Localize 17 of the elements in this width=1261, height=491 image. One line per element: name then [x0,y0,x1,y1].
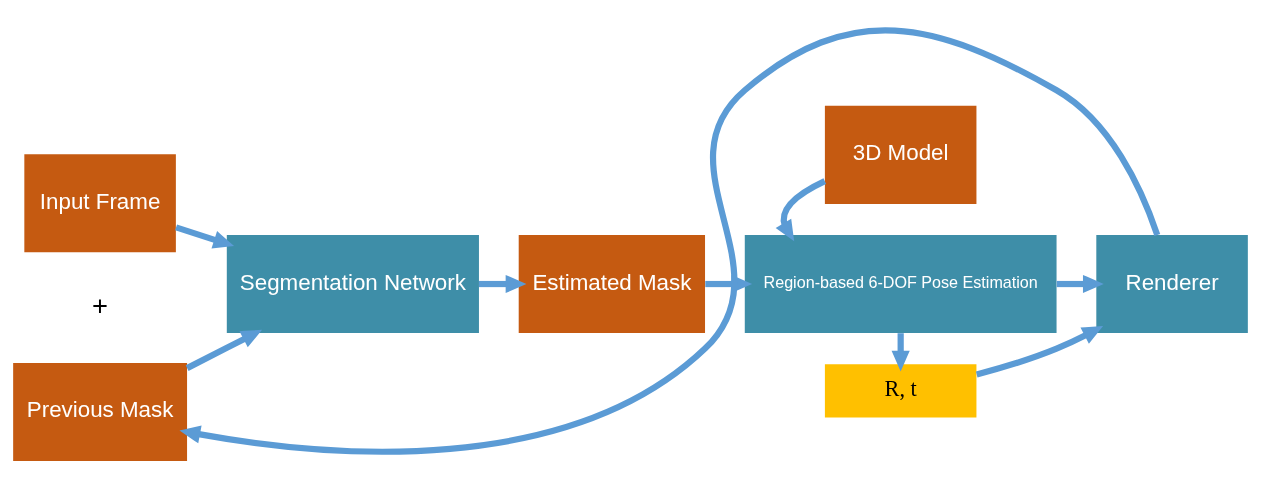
node-box: Renderer [1096,234,1248,334]
node-box: Region-based 6-DOF Pose Estimation [744,234,1057,334]
arrow [179,27,1161,455]
node-box: Estimated Mask [518,234,706,334]
node-box: 3D Model [824,105,977,204]
arrow [185,329,263,371]
arrow [1056,274,1104,294]
arrow [975,326,1104,378]
label: + [92,289,109,321]
node-box: Segmentation Network [226,234,479,334]
node-box: Input Frame [24,154,176,253]
arrow [891,333,910,372]
arrow [775,178,827,242]
node-box: Previous Mask [13,362,188,462]
arrow [479,274,527,294]
arrow [175,224,235,249]
node-box: R, t [824,364,977,418]
